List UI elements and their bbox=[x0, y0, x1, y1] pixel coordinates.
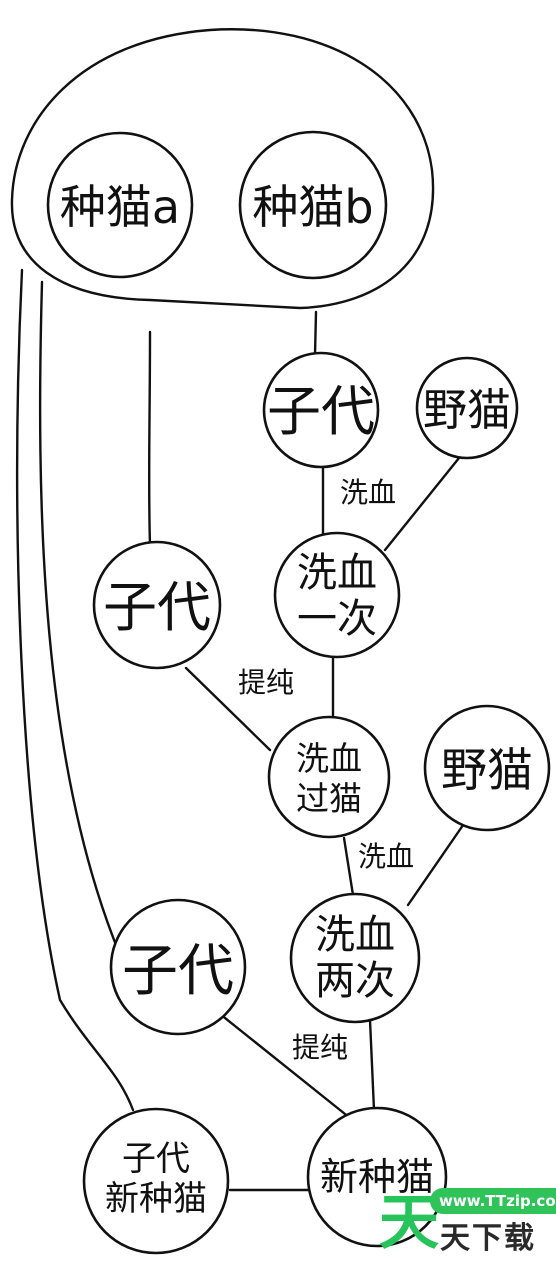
edge-label-bloodwash-2: 洗血 bbox=[358, 840, 414, 873]
offspring-3-label: 子代 bbox=[122, 939, 234, 1004]
edge-offspring-3-to-new-breed bbox=[213, 1008, 352, 1120]
bloodwash-once-line2: 一次 bbox=[297, 596, 377, 642]
feral-cat-2-label: 野猫 bbox=[441, 743, 533, 797]
node-new-breed: 新种猫 bbox=[306, 1106, 448, 1248]
breed-a-label: 种猫a bbox=[60, 180, 180, 234]
node-breed-a: 种猫a bbox=[46, 131, 194, 279]
edge-feral-1-to-bloodwash-once bbox=[383, 456, 461, 552]
node-feral-cat-1: 野猫 bbox=[415, 356, 519, 460]
edge-parents-to-offspring-3 bbox=[38, 280, 122, 957]
node-bloodwash-twice: 洗血 两次 bbox=[289, 892, 421, 1024]
node-offspring-1: 子代 bbox=[262, 351, 380, 469]
edge-feral-2-to-bloodwash-twice bbox=[406, 813, 472, 907]
edge-parents-to-offspring-2 bbox=[147, 330, 152, 547]
edge-parents-to-offspring-new-breed bbox=[16, 268, 135, 1112]
bloodwashed-cat-line1: 洗血 bbox=[296, 739, 362, 778]
bloodwash-twice-line1: 洗血 bbox=[315, 912, 395, 958]
node-breed-b: 种猫b bbox=[238, 130, 388, 280]
new-breed-label: 新种猫 bbox=[320, 1155, 434, 1199]
watermark-logo: 天 www.TTzip.com 天下载 bbox=[376, 1184, 556, 1262]
edge-label-bloodwash-1: 洗血 bbox=[340, 476, 396, 509]
edge-offspring-2-to-bloodwashed bbox=[184, 666, 272, 752]
node-offspring-2: 子代 bbox=[92, 540, 222, 670]
edge-bloodwashed-to-bloodwash-twice bbox=[342, 836, 355, 897]
offspring-new-breed-line1: 子代 bbox=[122, 1139, 190, 1179]
edge-label-purify-2: 提纯 bbox=[292, 1031, 348, 1064]
edge-label-purify-1: 提纯 bbox=[238, 666, 294, 699]
parent-group-outline bbox=[10, 28, 435, 310]
offspring-1-label: 子代 bbox=[267, 380, 375, 443]
node-feral-cat-2: 野猫 bbox=[423, 704, 551, 832]
watermark-name: 天下载 bbox=[440, 1221, 536, 1256]
watermark-url: www.TTzip.com bbox=[430, 1188, 556, 1214]
feral-cat-1-label: 野猫 bbox=[423, 385, 511, 436]
bloodwash-once-line1: 洗血 bbox=[297, 550, 377, 596]
node-offspring-3: 子代 bbox=[109, 898, 247, 1036]
offspring-2-label: 子代 bbox=[103, 576, 211, 639]
watermark-mark: 天 bbox=[379, 1188, 439, 1258]
offspring-new-breed-line2: 新种猫 bbox=[105, 1179, 207, 1219]
bloodwashed-cat-line2: 过猫 bbox=[296, 779, 362, 818]
breed-b-label: 种猫b bbox=[252, 180, 373, 234]
bloodwash-twice-line2: 两次 bbox=[315, 958, 395, 1004]
node-bloodwash-once: 洗血 一次 bbox=[273, 531, 401, 659]
node-bloodwashed-cat: 洗血 过猫 bbox=[267, 715, 391, 839]
edge-bloodwash-twice-to-new-breed bbox=[368, 1018, 376, 1112]
edge-breed-b-to-offspring-1 bbox=[313, 310, 318, 357]
node-offspring-new-breed: 子代 新种猫 bbox=[82, 1107, 230, 1255]
